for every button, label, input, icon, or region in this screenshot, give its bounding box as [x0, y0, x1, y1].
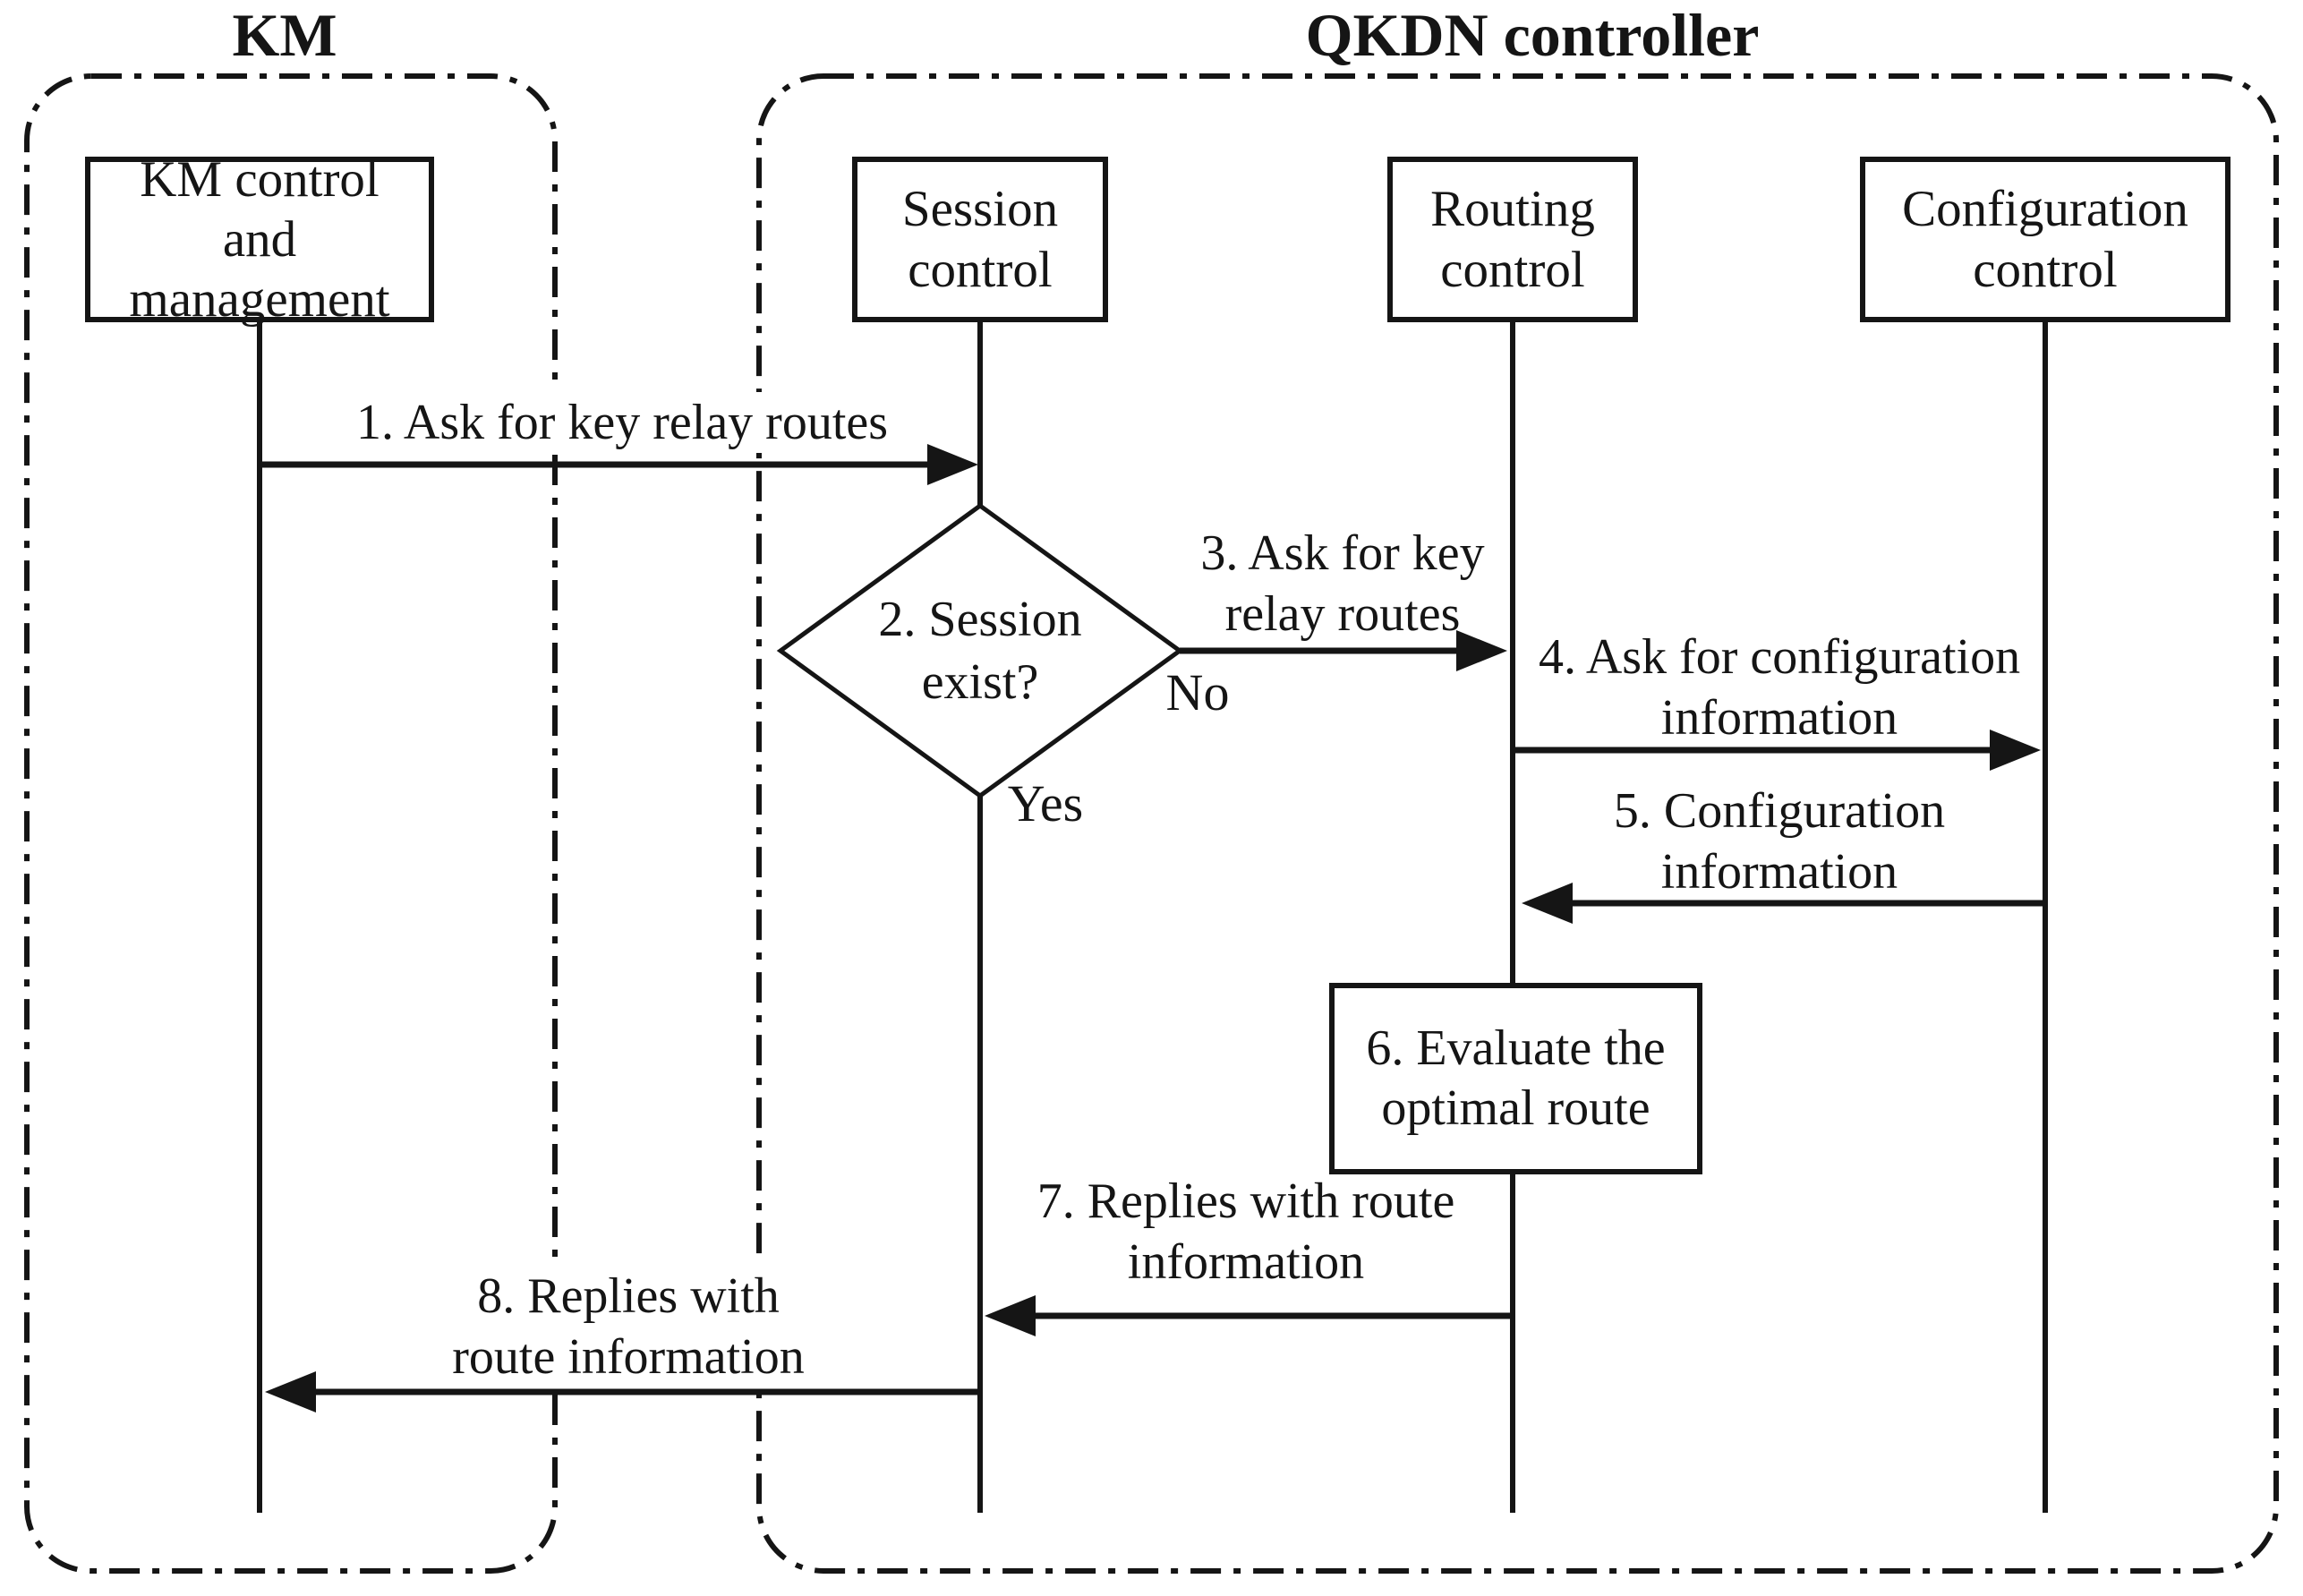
arrow-1-head [927, 444, 978, 485]
arrow-8-head [265, 1371, 316, 1413]
actor-label-configuration: Configuration control [1902, 181, 2188, 298]
actor-box-session: Session control [852, 157, 1108, 322]
message-3-label: 3. Ask for key relay routes [1200, 525, 1485, 643]
arrow-5-head [1522, 883, 1573, 924]
decision-label-session-exist: 2. Session exist? [878, 592, 1082, 710]
actor-label-km: KM control and management [129, 150, 390, 329]
qkdn-container-border [756, 73, 2279, 1574]
actor-label-routing: Routing control [1430, 181, 1595, 298]
message-5-label: 5. Configuration information [1613, 783, 1946, 900]
action-label-evaluate-route: 6. Evaluate the optimal route [1366, 1020, 1666, 1136]
branch-label-no: No [1165, 663, 1230, 721]
actor-box-routing: Routing control [1387, 157, 1638, 322]
qkdn-group-title: QKDN controller [1305, 1, 1760, 69]
km-container-border [24, 73, 558, 1574]
arrow-3-head [1456, 630, 1507, 671]
action-box-evaluate-route: 6. Evaluate the optimal route [1329, 983, 1702, 1174]
arrow-4-head [1990, 730, 2041, 771]
km-group-title: KM [232, 1, 337, 69]
message-4-label: 4. Ask for configuration information [1538, 629, 2021, 747]
actor-label-session: Session control [901, 181, 1059, 298]
message-1-label: 1. Ask for key relay routes [350, 392, 894, 454]
decision-diamond-shape [776, 502, 1184, 799]
actor-box-configuration: Configuration control [1860, 157, 2230, 322]
arrow-7-head [985, 1295, 1036, 1336]
message-7-label: 7. Replies with route information [1036, 1174, 1455, 1291]
branch-label-yes: Yes [1007, 774, 1084, 832]
actor-box-km: KM control and management [85, 151, 434, 328]
message-8-label: 8. Replies with route information [447, 1266, 810, 1388]
